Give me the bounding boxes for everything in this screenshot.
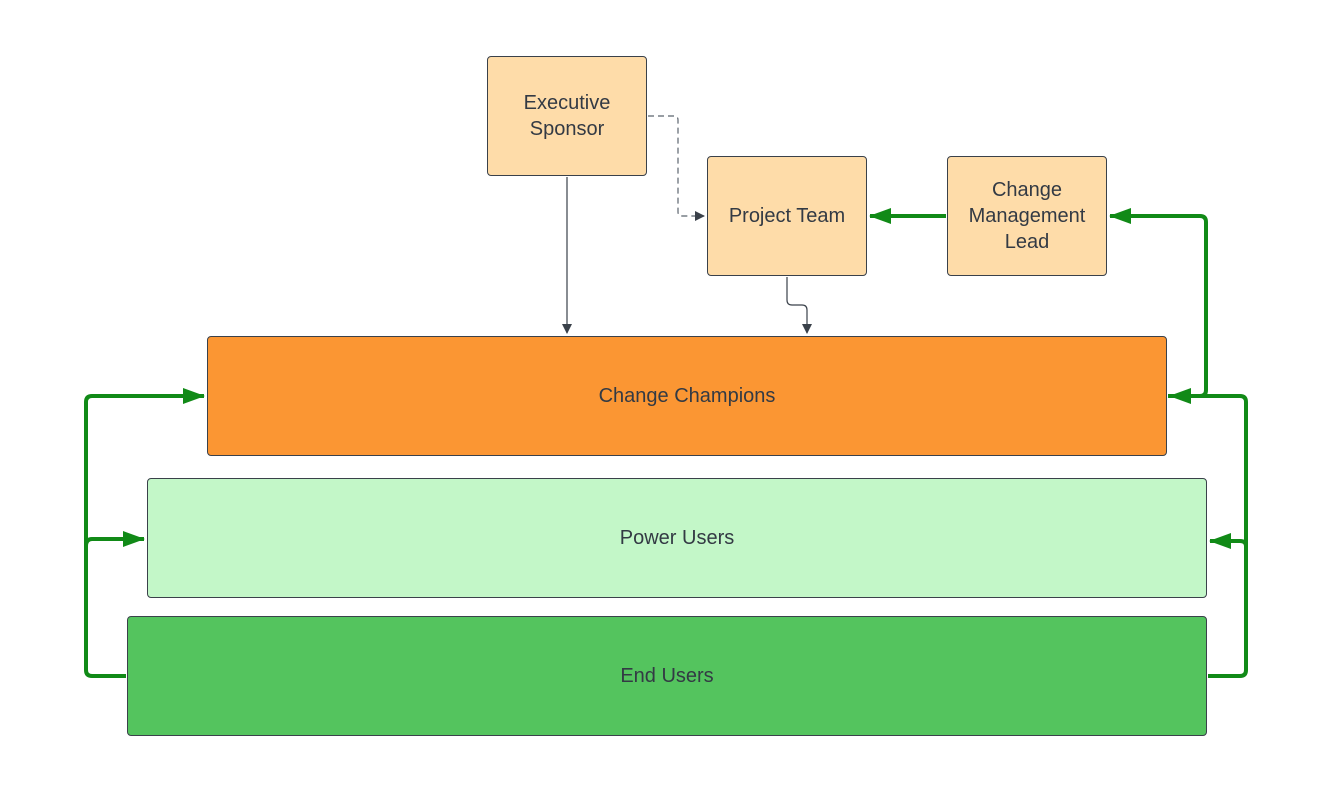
- executive-sponsor-box: Executive Sponsor: [487, 56, 647, 176]
- edge-exec-to-project-dashed: [648, 115, 705, 221]
- change-management-lead-box: Change Management Lead: [947, 156, 1107, 276]
- power-users-box: Power Users: [147, 478, 1207, 598]
- project-team-box: Project Team: [707, 156, 867, 276]
- edge-end-right-to-champions: [1169, 388, 1248, 678]
- change-champions-box: Change Champions: [207, 336, 1167, 456]
- edge-end-left-to-champions: [84, 388, 205, 678]
- end-users-box: End Users: [127, 616, 1207, 736]
- edge-end-right-to-power: [1209, 533, 1248, 549]
- edge-end-left-to-power: [84, 531, 145, 547]
- edge-project-to-champions: [786, 277, 812, 334]
